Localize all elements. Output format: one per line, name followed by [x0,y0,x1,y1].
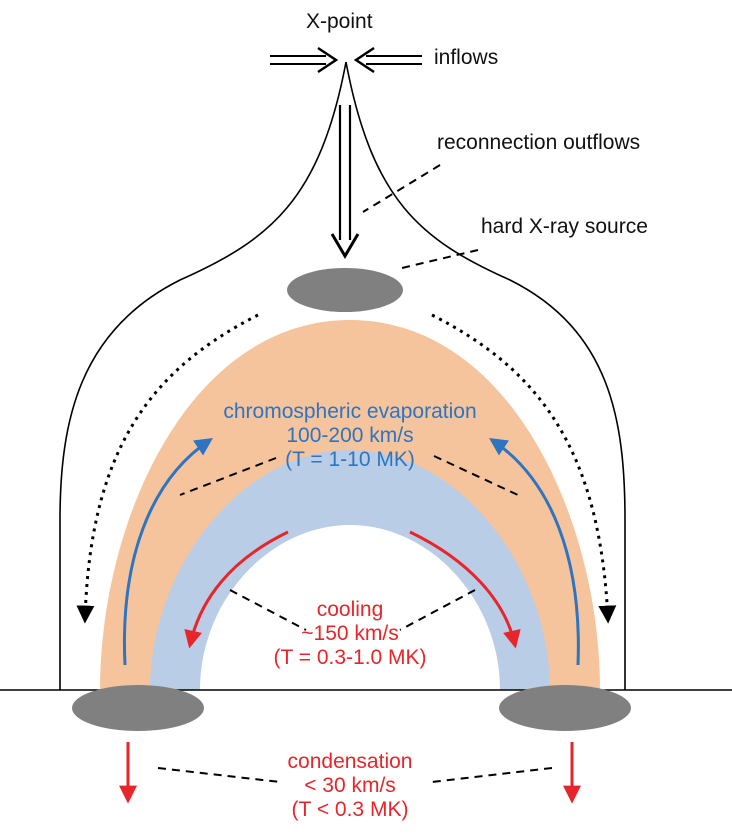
evaporation-arrow-left [122,438,213,666]
condensation-speed: < 30 km/s [304,774,396,797]
dotted-arrow-right [431,313,617,624]
inflow-arrow-left [270,46,339,74]
outflows-label: reconnection outflows [437,131,641,154]
loop-interior [200,525,500,690]
footpoint-left [72,685,204,731]
inflows-label: inflows [434,46,499,69]
cooling-arrow-left [184,530,289,649]
pointer-evap-right [433,455,519,496]
evaporation-arrow-right [489,438,580,666]
cooling-arrow-right [409,530,521,649]
evaporation-temperature: (T = 1-10 MK) [285,448,415,471]
footpoint-right [499,685,631,731]
cooling-title: cooling [316,598,384,621]
cooling-label: cooling ~150 km/s (T = 0.3-1.0 MK) [250,598,450,670]
inflow-arrow-right [353,46,422,74]
pointer-cool-right [399,589,476,631]
field-line-left [59,61,347,690]
field-line-right [345,61,626,690]
cooling-temperature: (T = 0.3-1.0 MK) [273,646,427,669]
evaporation-label: chromospheric evaporation 100-200 km/s (… [200,400,500,472]
hxr-label: hard X-ray source [481,215,648,238]
evaporation-title: chromospheric evaporation [223,400,477,423]
pointer-cool-left [229,589,307,631]
dotted-arrow-left [76,313,259,624]
condensation-title: condensation [287,750,413,773]
cooling-speed: ~150 km/s [301,622,399,645]
hard-xray-source-top [287,268,403,312]
condensation-temperature: (T < 0.3 MK) [291,798,409,821]
pointer-cond-left [157,767,281,783]
outflow-arrow [330,105,360,259]
pointer-cond-right [431,767,553,783]
xpoint-label: X-point [306,10,373,33]
pointer-outflows [362,164,441,213]
condensation-label: condensation < 30 km/s (T < 0.3 MK) [250,750,450,822]
pointer-evap-left [179,457,277,496]
evaporation-speed: 100-200 km/s [286,424,414,447]
